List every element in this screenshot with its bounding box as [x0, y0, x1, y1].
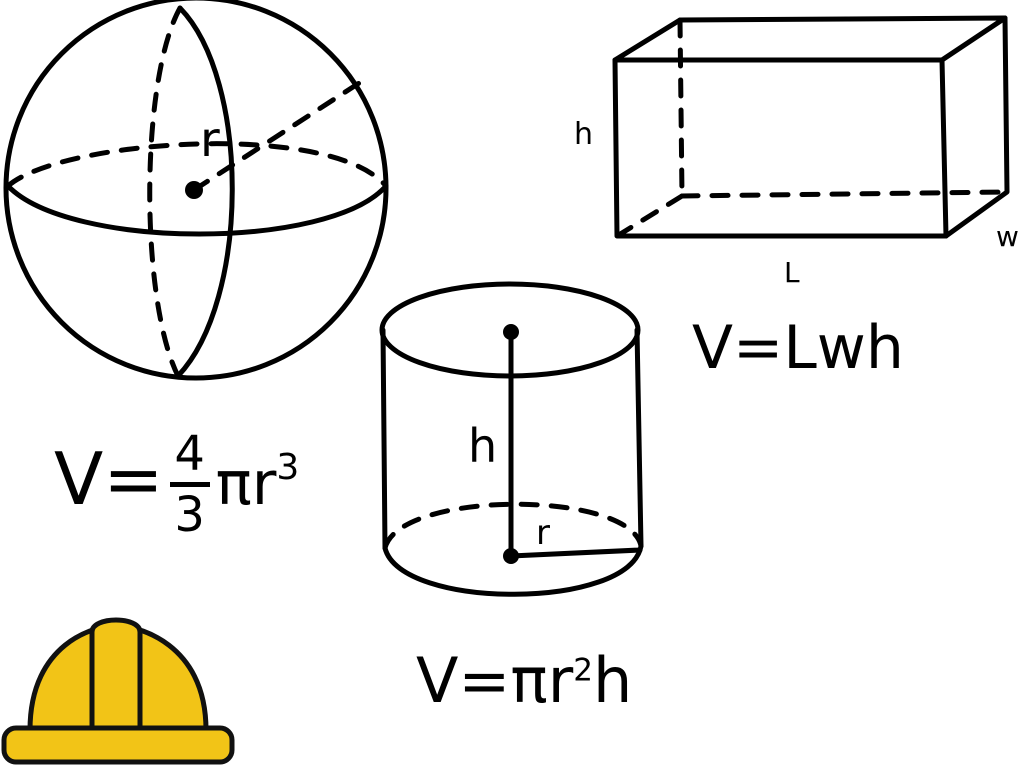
sphere-radius-label: r	[200, 112, 220, 168]
sphere-diagram: r	[3, 0, 389, 381]
prism-width-label: w	[996, 220, 1019, 253]
sphere-formula-denominator: 3	[174, 487, 205, 543]
fraction-bar	[169, 482, 210, 487]
prism-volume-formula: V=Lwh	[692, 313, 904, 383]
cylinder-formula-pi-r: πr	[510, 644, 574, 717]
sphere-formula-exponent: 3	[276, 447, 300, 489]
hard-hat-icon	[1, 617, 235, 765]
cylinder-top-center-dot	[503, 324, 519, 340]
cylinder-formula-tail: h	[592, 644, 633, 717]
cylinder-height-label: h	[468, 419, 497, 473]
sphere-formula-numerator: 4	[174, 426, 205, 482]
cylinder-formula-lhs: V=	[416, 644, 511, 717]
cylinder-volume-formula: V=πr2h	[416, 650, 632, 712]
rectangular-prism-diagram: h w L	[574, 15, 1019, 289]
cylinder-bottom-center-dot	[503, 548, 519, 564]
cylinder-formula-exponent: 2	[573, 652, 593, 689]
sphere-formula-lhs: V=	[54, 437, 164, 522]
prism-length-label: L	[784, 256, 800, 289]
cylinder-radius-label: r	[536, 513, 550, 553]
prism-height-label: h	[574, 117, 593, 152]
cylinder-diagram: h r	[379, 281, 644, 597]
sphere-center-dot	[185, 181, 203, 199]
sphere-formula-rest: πr	[215, 449, 277, 520]
